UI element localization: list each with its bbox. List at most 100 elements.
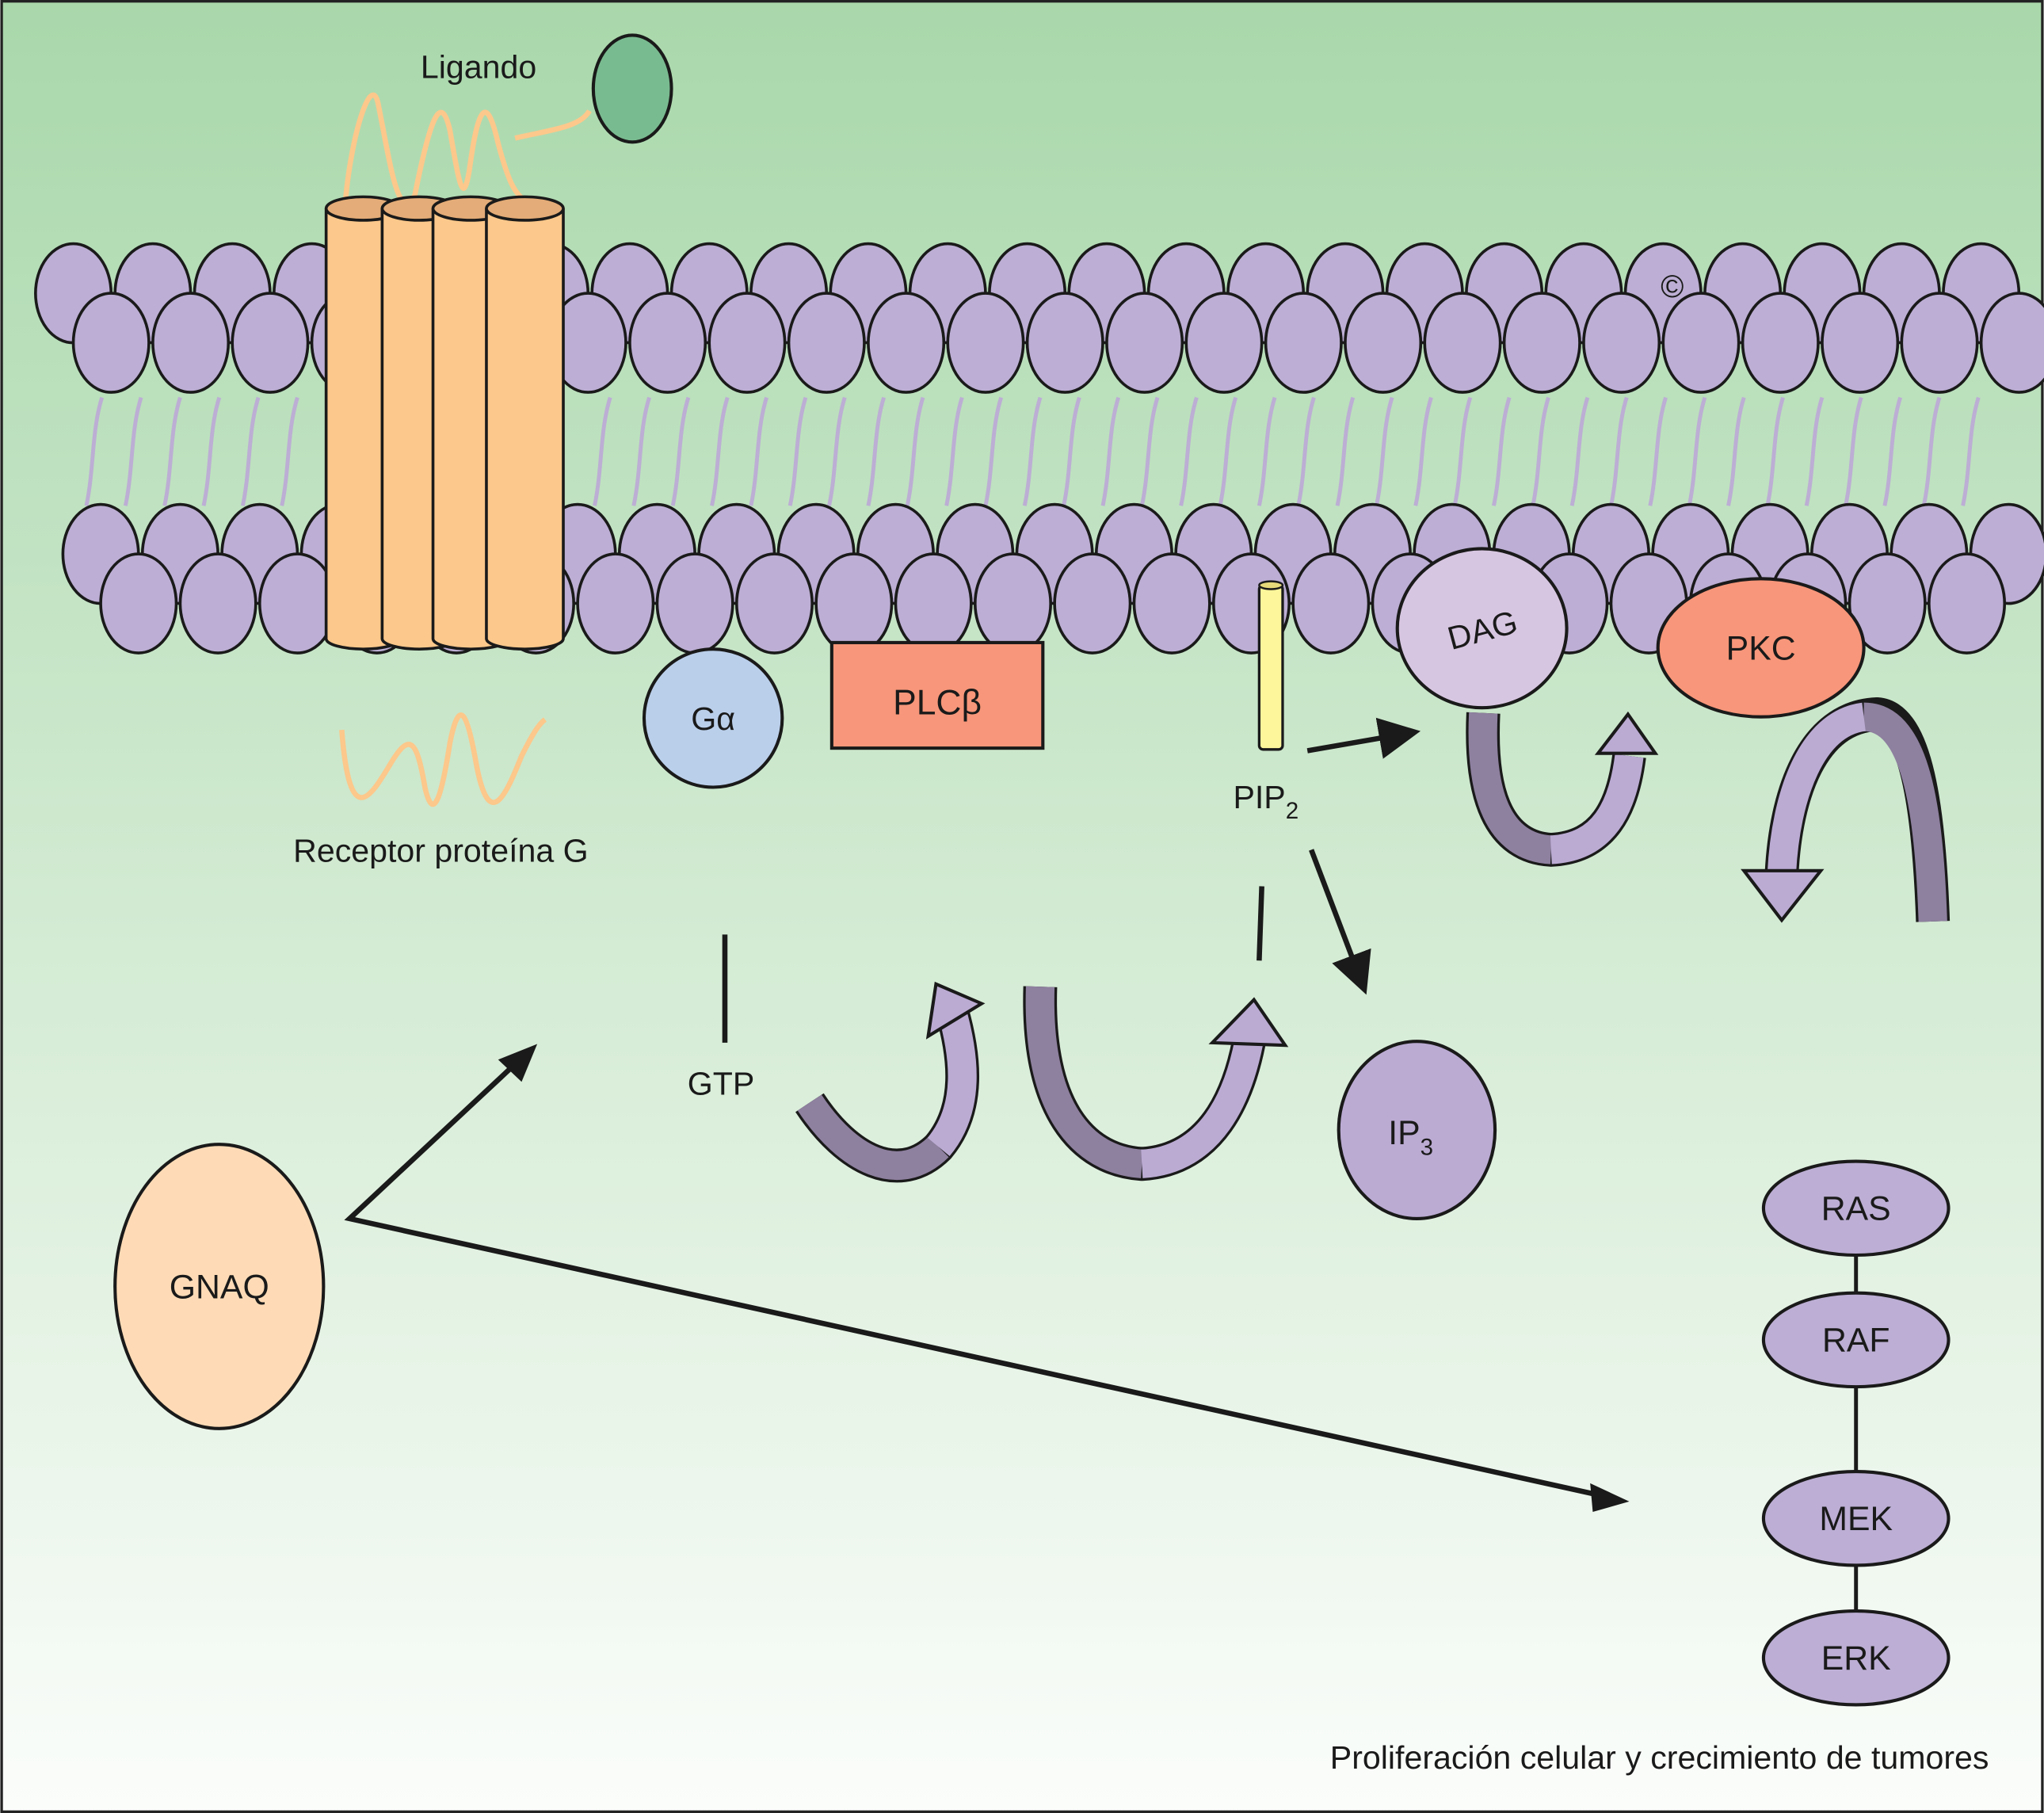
- gnaq-arrows-path: [344, 1051, 1617, 1502]
- curved-arrow-pkc: [1741, 697, 1951, 923]
- lipid-tail: [1022, 396, 1043, 506]
- g-alpha-label: Gα: [691, 700, 735, 737]
- lipid-tail: [1139, 396, 1160, 506]
- mapk-cascade: RAS RAF MEK ERK: [1761, 1159, 1951, 1707]
- arrow-pip2-to-ip3: [1309, 849, 1371, 995]
- phospholipid-head: [1264, 292, 1343, 394]
- gtp-label: GTP: [688, 1066, 755, 1102]
- ip3: [1337, 1040, 1497, 1220]
- phospholipid-head: [946, 292, 1025, 394]
- g-protein-receptor: [324, 195, 565, 651]
- lipid-tail: [983, 396, 1004, 506]
- lipid-tail: [1062, 396, 1081, 506]
- phospholipid-head: [707, 292, 787, 394]
- phospholipid-head: [894, 552, 973, 655]
- phospholipid-head: [1184, 292, 1264, 394]
- lipid-tail: [1218, 396, 1238, 506]
- arrow-pip2-to-dag: [1306, 717, 1421, 759]
- lipid-tail: [1609, 396, 1629, 506]
- kinase-label: RAF: [1822, 1322, 1890, 1360]
- lipid-tail: [1648, 396, 1668, 506]
- lipid-tail: [670, 396, 691, 506]
- phospholipid-head: [257, 552, 337, 655]
- lipid-tail: [1882, 396, 1902, 506]
- phospholipid-head: [973, 552, 1052, 655]
- kinase-raf: [1761, 1291, 1951, 1389]
- lipid-tails: [84, 396, 1981, 506]
- lipid-tail: [1413, 396, 1433, 506]
- phospholipid-head: [1661, 292, 1741, 394]
- lipid-tail: [1179, 396, 1199, 506]
- pkc-label: PKC: [1726, 629, 1796, 667]
- lipid-tail: [787, 396, 808, 506]
- receptor-label: Receptor proteína G: [293, 832, 588, 868]
- lipid-tail: [1726, 396, 1746, 506]
- lipid-tail: [905, 396, 925, 506]
- arrow-gnaq-to-mapk-head: [1590, 1483, 1630, 1513]
- lipid-tail: [201, 396, 222, 506]
- lipid-tail: [1569, 396, 1590, 506]
- phospholipid-head: [1582, 292, 1661, 394]
- receptor-helix-top: [485, 195, 565, 222]
- lipid-tail: [123, 396, 143, 506]
- lipid-tail: [1374, 396, 1394, 506]
- lipid-tail: [162, 396, 182, 506]
- receptor-helix: [485, 208, 565, 651]
- lipid-tail: [866, 396, 886, 506]
- lipid-tail: [1257, 396, 1277, 506]
- receptor-legend-icon: [339, 712, 547, 807]
- receptor-extracellular-loops: [343, 92, 530, 205]
- kinase-label: MEK: [1819, 1500, 1893, 1538]
- kinase-label: ERK: [1821, 1639, 1891, 1678]
- phospholipid-head: [1423, 292, 1502, 394]
- phospholipid-head: [867, 292, 946, 394]
- phospholipid-head: [1928, 552, 2007, 655]
- pkc: [1656, 577, 1866, 719]
- lipid-tail: [944, 396, 964, 506]
- phospholipid-head: [1132, 552, 1211, 655]
- phospholipid-head: [1344, 292, 1423, 394]
- lipid-tail: [631, 396, 651, 506]
- phospholipid-head: [178, 552, 257, 655]
- curved-arrow-plc: [1023, 986, 1289, 1181]
- kinase-label: RAS: [1821, 1190, 1891, 1228]
- g-alpha: [642, 647, 784, 789]
- kinase-erk: [1761, 1609, 1951, 1707]
- phospholipid-head: [1979, 292, 2044, 394]
- lipid-tail: [1921, 396, 1942, 506]
- pip2-label: PIP2: [1233, 779, 1298, 824]
- plc-beta: [829, 640, 1045, 750]
- ligand-tether: [514, 109, 592, 141]
- kinase-ras: [1761, 1159, 1951, 1258]
- phospholipid-head: [1053, 552, 1132, 655]
- ip3-label: IP3: [1388, 1114, 1433, 1160]
- plc-beta-label: PLCβ: [893, 683, 982, 722]
- phospholipid-head: [1502, 292, 1581, 394]
- lipid-tail: [240, 396, 261, 506]
- phospholipid-head: [628, 292, 707, 394]
- lipid-tail: [1531, 396, 1550, 506]
- lipid-tail: [827, 396, 847, 506]
- pip2-bar: [1257, 886, 1264, 961]
- lipid-tail: [1296, 396, 1316, 506]
- phospholipid-head: [151, 292, 231, 394]
- phospholipid-head: [655, 552, 734, 655]
- pip2-molecule: [1257, 583, 1284, 751]
- lipid-tail: [1100, 396, 1121, 506]
- phospholipid-head: [1821, 292, 1900, 394]
- phospholipid-head: [787, 292, 866, 394]
- lipid-tail: [1492, 396, 1512, 506]
- gnaq: [113, 1143, 326, 1430]
- lipid-tail: [1804, 396, 1825, 506]
- lipid-tail: [1335, 396, 1356, 506]
- phospholipid-head: [576, 552, 655, 655]
- lipid-tail: [1765, 396, 1785, 506]
- lipid-tail: [1687, 396, 1707, 506]
- curved-arrow-dag: [1466, 711, 1659, 867]
- arrow-gnaq-to-gtp-head: [498, 1044, 538, 1082]
- phospholipid-head: [1741, 292, 1820, 394]
- phospholipid-head: [231, 292, 310, 394]
- ligand-label: Ligando: [421, 49, 536, 86]
- phospholipid-head: [99, 552, 178, 655]
